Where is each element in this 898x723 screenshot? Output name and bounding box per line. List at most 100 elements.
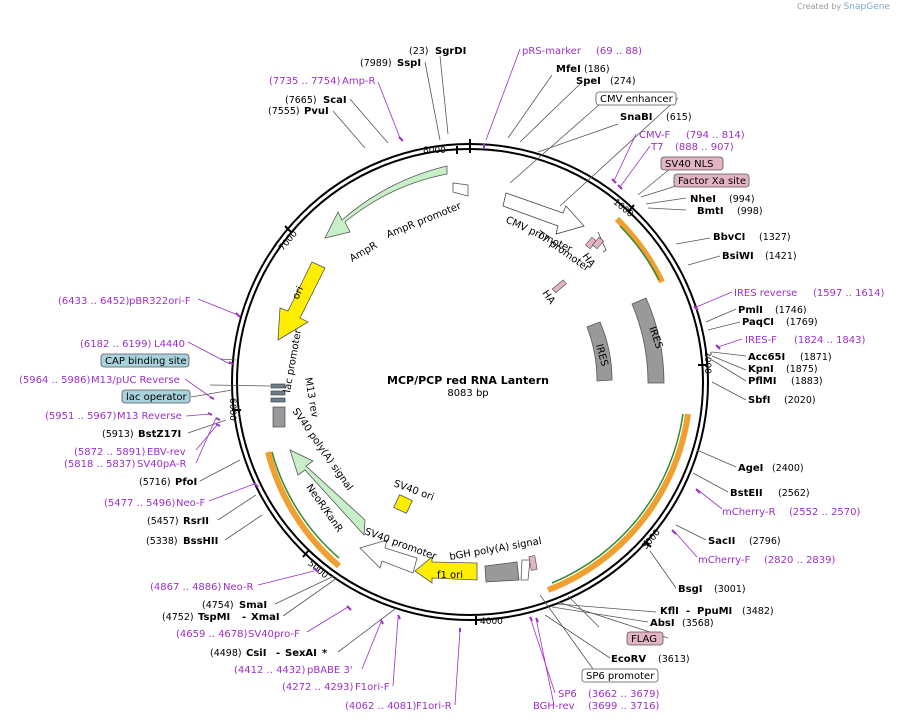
site-snabi: SnaBI (615) (620, 112, 692, 123)
svg-text:(2020): (2020) (784, 395, 816, 406)
svg-text:pRS-marker: pRS-marker (522, 46, 582, 57)
svg-text:L4440: L4440 (154, 339, 185, 350)
boxed-factor-xa: Factor Xa site (673, 173, 750, 188)
svg-text:(1746): (1746) (775, 305, 807, 316)
orf-line-1 (619, 225, 660, 281)
tick-label-2000: 2000 (702, 351, 712, 374)
tick-label-6000: 6000 (227, 398, 237, 421)
svg-text:BmtI: BmtI (697, 206, 724, 217)
credit-prefix: Created by (797, 2, 842, 11)
svg-text:F1ori-R: F1ori-R (416, 701, 452, 712)
svg-text:SbfI: SbfI (748, 395, 770, 406)
site-csii-sexai: (4498)CsiI-SexAI* (210, 648, 328, 659)
ha-tag-marks (551, 236, 604, 294)
cmv-promoter-arrow (502, 192, 585, 235)
svg-text:SV40pro-F: SV40pro-F (248, 629, 300, 640)
sv40-ori-box (393, 494, 413, 514)
lac-promoter-label: lac promoter (282, 328, 304, 394)
svg-text:M13 Reverse: M13 Reverse (117, 411, 182, 422)
svg-text:T7: T7 (650, 142, 663, 153)
svg-text:F1ori-F: F1ori-F (355, 682, 390, 693)
site-acc65i: Acc65I(1871) (748, 352, 832, 363)
primer-mcherry-f: mCherry-F(2820 .. 2839) (698, 555, 836, 566)
svg-text:(274): (274) (610, 76, 636, 87)
svg-text:(2820 .. 2839): (2820 .. 2839) (764, 555, 836, 566)
svg-text:(994): (994) (729, 194, 755, 205)
svg-text:BstZ17I: BstZ17I (138, 429, 181, 440)
tick-label-5000: 5000 (305, 559, 329, 582)
svg-text:SacII: SacII (708, 536, 735, 547)
sv40-polya-label: SV40 poly(A) signal (290, 406, 355, 492)
site-mfei: MfeI(186) (556, 64, 610, 75)
svg-text:BssHII: BssHII (183, 536, 218, 547)
neor-kanr-arrow (289, 449, 366, 536)
svg-text:(3001): (3001) (714, 584, 746, 595)
factor-xa-label: Factor Xa site (678, 176, 746, 187)
cap-binding-site-label: CAP binding site (105, 356, 187, 367)
svg-text:(4062 .. 4081): (4062 .. 4081) (345, 701, 417, 712)
svg-text:Neo-R: Neo-R (223, 582, 254, 593)
primer-bgh-rev: BGH-rev(3699 .. 3716) (533, 701, 660, 712)
svg-text:EBV-rev: EBV-rev (147, 447, 186, 458)
svg-text:(2796): (2796) (749, 536, 781, 547)
svg-text:(5716): (5716) (139, 477, 171, 488)
svg-text:CsiI: CsiI (246, 648, 266, 659)
f1-ori-label: f1 ori (437, 570, 463, 581)
primer-sv40pa-r: (5818 .. 5837)SV40pA-R (64, 459, 186, 470)
primer-m13-puc-reverse: (5964 .. 5986)M13/pUC Reverse (19, 375, 180, 386)
site-sbfi: SbfI (2020) (748, 395, 816, 406)
cmv-enhancer-label: CMV enhancer (600, 94, 674, 105)
primer-ires-reverse: IRES reverse (1597 .. 1614) (734, 288, 885, 299)
svg-text:(1883): (1883) (791, 376, 823, 387)
svg-text:IRES reverse: IRES reverse (734, 288, 797, 299)
primer-leaders (184, 48, 743, 706)
svg-text:(5913): (5913) (102, 429, 134, 440)
svg-text:(23): (23) (409, 46, 429, 57)
svg-text:-: - (276, 648, 280, 659)
ampr-promoter-label: AmpR promoter (385, 200, 464, 240)
tick-5000 (302, 549, 310, 558)
site-bmti: BmtI(998) (697, 206, 763, 217)
orf-line-2 (551, 413, 684, 584)
svg-text:(5964 .. 5986): (5964 .. 5986) (19, 375, 91, 386)
bgh-polya-label: bGH poly(A) signal (449, 536, 543, 563)
svg-text:(615): (615) (666, 112, 692, 123)
boxed-sv40-nls: SV40 NLS (660, 156, 724, 171)
orf-arc-2 (546, 413, 691, 593)
primer-neo-r: (4867 .. 4886)Neo-R (150, 582, 254, 593)
svg-text:(7989): (7989) (360, 58, 392, 69)
svg-text:(6433 .. 6452): (6433 .. 6452) (58, 296, 130, 307)
primer-f1ori-r: (4062 .. 4081)F1ori-R (345, 701, 452, 712)
svg-text:PflMI: PflMI (748, 376, 776, 387)
plasmid-name: MCP/PCP red RNA Lantern (387, 374, 549, 387)
tick-label-4000: 4000 (480, 617, 503, 627)
svg-text:(1875): (1875) (786, 364, 818, 375)
primer-m13-reverse: (5951 .. 5967)M13 Reverse (45, 411, 182, 422)
svg-text:(5338): (5338) (146, 536, 178, 547)
svg-text:(1327): (1327) (759, 232, 791, 243)
svg-text:-: - (242, 612, 246, 623)
site-spei: SpeI(274) (576, 76, 636, 87)
svg-text:SnaBI: SnaBI (620, 112, 652, 123)
svg-text:SV40pA-R: SV40pA-R (137, 459, 186, 470)
svg-text:(3662 .. 3679): (3662 .. 3679) (588, 689, 660, 700)
orf-arcs (265, 216, 691, 593)
plasmid-length: 8083 bp (447, 388, 488, 399)
site-bstz17i: (5913) BstZ17I (102, 429, 181, 440)
svg-text:(5872 .. 5891): (5872 .. 5891) (74, 447, 146, 458)
svg-text:(3613): (3613) (658, 654, 690, 665)
t7-promoter-label: T7 promoter (533, 229, 592, 275)
site-ecorv: EcoRV (3613) (611, 654, 690, 665)
svg-text:(2400): (2400) (772, 463, 804, 474)
svg-text:SgrDI: SgrDI (435, 46, 466, 57)
svg-text:mCherry-R: mCherry-R (722, 507, 776, 518)
site-sacii: SacII (2796) (708, 536, 781, 547)
svg-text:(1597 .. 1614): (1597 .. 1614) (813, 288, 885, 299)
svg-text:EcoRV: EcoRV (611, 654, 646, 665)
svg-text:SP6: SP6 (558, 689, 577, 700)
svg-text:(2552 .. 2570): (2552 .. 2570) (789, 507, 861, 518)
svg-text:CMV-F: CMV-F (639, 130, 670, 141)
site-kfli-ppumi: KflI-PpuMI(3482) (660, 606, 774, 617)
svg-text:BstEII: BstEII (730, 488, 763, 499)
boxed-cap-binding-site: CAP binding site (100, 353, 190, 368)
